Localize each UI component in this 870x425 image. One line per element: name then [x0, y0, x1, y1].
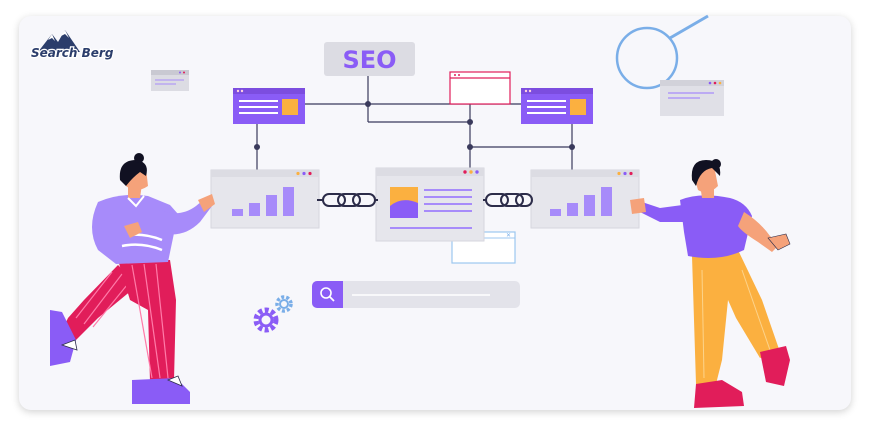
mini-window-right [660, 80, 724, 116]
purple-window-left [233, 88, 305, 124]
chart-window-left [210, 169, 320, 229]
seo-badge: SEO [324, 42, 415, 76]
person-left [50, 153, 215, 404]
search-icon[interactable] [320, 287, 335, 302]
content-window-center [375, 167, 485, 242]
mountain-logo-icon [38, 30, 80, 52]
chain-link-icon [317, 193, 378, 207]
search-bar[interactable] [312, 281, 520, 308]
seo-label: SEO [342, 46, 396, 74]
brand-logo: Search Berg [30, 30, 115, 61]
gear-icon [253, 295, 293, 333]
mini-window-left [151, 70, 189, 91]
chain-link-icon-right [483, 193, 533, 207]
pink-outline-window [449, 71, 511, 105]
person-right [630, 159, 791, 408]
magnifier-icon [615, 14, 709, 90]
close-icon: ✕ [506, 233, 511, 239]
brand-name: Search Berg [31, 46, 114, 60]
purple-window-right [521, 88, 593, 124]
chart-window-right [530, 169, 640, 229]
